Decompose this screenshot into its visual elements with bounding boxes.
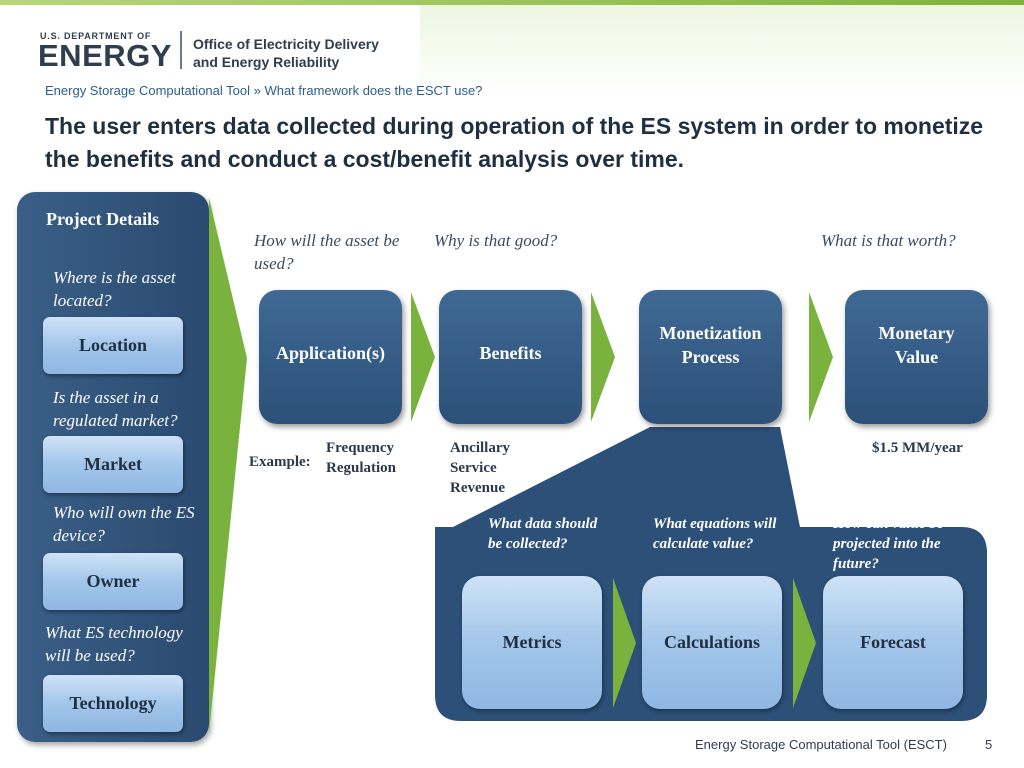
calculations-question: What equations will calculate value? <box>653 516 777 552</box>
logo-office-text: Office of Electricity Delivery and Energ… <box>193 35 379 71</box>
monetary-value-box[interactable]: Monetary Value <box>845 290 988 424</box>
market-question: Is the asset in a regulated market? <box>53 388 178 430</box>
example-value: $1.5 MM/year <box>872 440 963 456</box>
metrics-question: What data should be collected? <box>488 516 598 552</box>
calculations-box[interactable]: Calculations <box>642 576 782 709</box>
application-box-label: Application(s) <box>275 343 385 363</box>
breadcrumb[interactable]: Energy Storage Computational Tool » What… <box>45 83 483 98</box>
logo-energy-text: ENERGY <box>38 38 172 73</box>
example-label: Example: <box>249 454 311 470</box>
technology-button[interactable]: Technology <box>43 675 183 732</box>
logo-divider <box>180 31 182 69</box>
forecast-question: How can value be projected into the futu… <box>833 516 944 572</box>
owner-question: Who will own the ES device? <box>53 503 195 545</box>
owner-button[interactable]: Owner <box>43 553 183 610</box>
arrow-calculations-forecast <box>793 578 816 708</box>
application-question: How will the asset be used? <box>254 231 400 273</box>
arrow-application-benefits <box>411 292 435 422</box>
project-details-heading: Project Details <box>46 209 160 229</box>
monetization-process-box[interactable]: Monetization Process <box>639 290 782 424</box>
logo-department-text: U.S. DEPARTMENT OF <box>40 31 152 41</box>
footer-text: Energy Storage Computational Tool (ESCT) <box>695 737 947 752</box>
application-box[interactable]: Application(s) <box>259 290 402 424</box>
arrow-benefits-monetization <box>591 292 615 422</box>
value-question: What is that worth? <box>821 231 956 250</box>
logo-office-line2: and Energy Reliability <box>193 54 340 70</box>
monetary-value-label: Monetary Value <box>878 323 955 367</box>
metrics-box[interactable]: Metrics <box>462 576 602 709</box>
technology-question: What ES technology will be used? <box>45 623 183 665</box>
market-button[interactable]: Market <box>43 436 183 493</box>
benefits-question: Why is that good? <box>434 231 558 250</box>
location-question: Where is the asset located? <box>53 268 176 310</box>
location-button[interactable]: Location <box>43 317 183 374</box>
arrow-monetization-value <box>809 292 833 422</box>
arrow-metrics-calculations <box>613 578 636 708</box>
top-accent-bar <box>0 0 1024 5</box>
example-application: Frequency Regulation <box>326 440 397 476</box>
forecast-box[interactable]: Forecast <box>823 576 963 709</box>
slide-title: The user enters data collected during op… <box>45 113 984 172</box>
project-details-arrow <box>209 198 247 733</box>
benefits-box[interactable]: Benefits <box>439 290 582 424</box>
benefits-box-label: Benefits <box>479 343 542 363</box>
monetization-process-label: Monetization Process <box>659 323 762 367</box>
example-benefits: Ancillary Service Revenue <box>450 440 510 496</box>
logo-office-line1: Office of Electricity Delivery <box>193 36 379 52</box>
page-number: 5 <box>985 737 993 752</box>
header-glow <box>420 5 1024 95</box>
